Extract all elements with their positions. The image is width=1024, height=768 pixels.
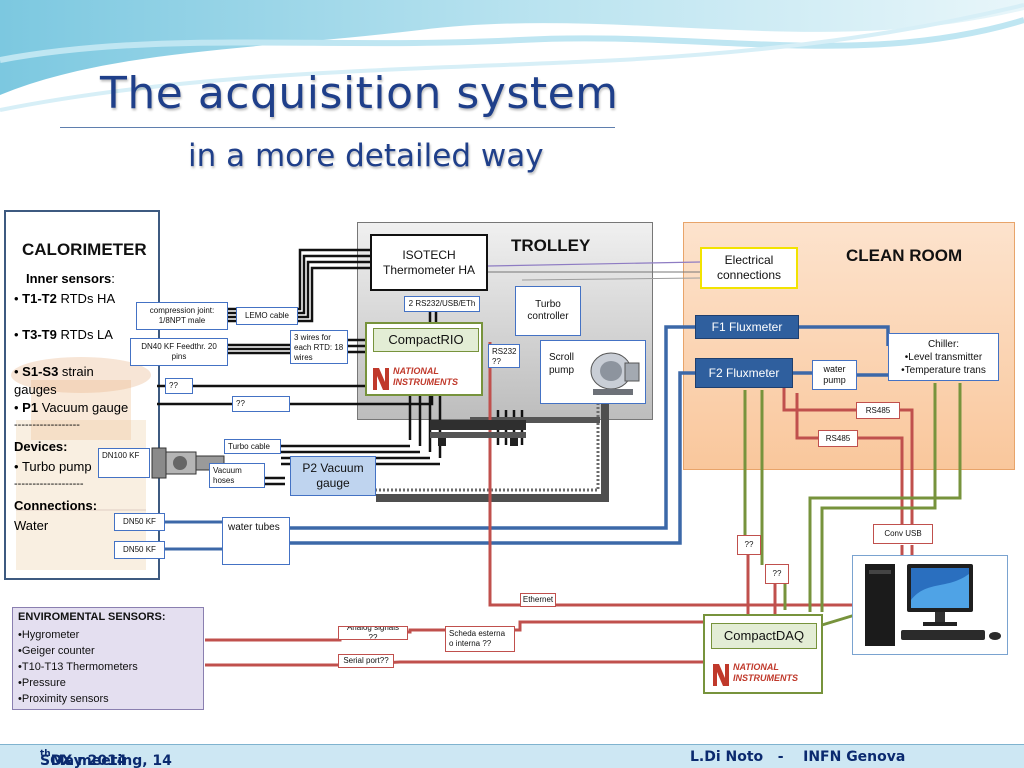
footer-author: L.Di Noto - INFN Genova [690, 749, 906, 765]
p1-code: P1 [22, 400, 39, 415]
footer-meeting-sup: th [40, 749, 51, 759]
dn50-kf-box-2: DN50 KF [114, 541, 165, 559]
analog-signals-label: Analog signals ?? [338, 626, 408, 640]
connections-heading: Connections: [14, 498, 98, 513]
serial-port-label: Serial port?? [338, 654, 394, 668]
vacuum-hoses-box: Vacuum hoses [209, 463, 265, 488]
env-item-thermometers: •T10-T13 Thermometers [18, 661, 138, 673]
divider-2: ------------------- [14, 478, 84, 490]
turbo-pump-label: Turbo pump [21, 459, 92, 474]
unknown-connector-3: ?? [737, 535, 761, 555]
rs232-usb-eth-label: 2 RS232/USB/ETh [404, 296, 480, 312]
chiller-box: Chiller: •Level transmitter •Temperature… [888, 333, 999, 381]
scheda-esterna-label: Scheda esterna o interna ?? [445, 626, 515, 652]
f1-fluxmeter: F1 Fluxmeter [695, 315, 799, 339]
trolley-title: TROLLEY [511, 236, 591, 255]
turbo-controller: Turbo controller [515, 286, 581, 336]
s1s3-code: S1-S3 [22, 364, 59, 379]
t1t2-desc: RTDs HA [56, 291, 116, 306]
water-connection: Water [14, 518, 49, 533]
computer-icon [865, 564, 1001, 646]
inner-sensors-colon: : [111, 271, 115, 286]
ethernet-label: Ethernet [520, 593, 556, 607]
dn100-kf-box: DN100 KF [98, 448, 150, 478]
ni-logo-icon [373, 368, 389, 390]
inner-sensors-heading: Inner sensors: [26, 270, 115, 287]
isotech-thermometer: ISOTECH Thermometer HA [370, 234, 488, 291]
water-tubes-box: water tubes [222, 517, 290, 565]
title-divider [60, 127, 615, 128]
computer-box [852, 555, 1008, 655]
footer-meeting-post: May 2014 [50, 753, 127, 768]
calorimeter-image [11, 357, 151, 570]
scroll-pump-label: Scroll pump [549, 352, 575, 376]
t3t9-code: T3-T9 [22, 327, 57, 342]
compression-joint-box: compression joint: 1/8NPT male [136, 302, 228, 330]
environmental-panel [12, 607, 204, 710]
daq-ni-national-text: NATIONAL [733, 662, 779, 672]
three-wires-box: 3 wires for each RTD: 18 wires [290, 330, 348, 364]
rs485-box-1: RS485 [856, 402, 900, 419]
lemo-cable-box: LEMO cable [236, 307, 298, 325]
t3t9-desc: RTDs LA [56, 327, 113, 342]
dn50-kf-box-1: DN50 KF [114, 513, 165, 531]
p2-vacuum-gauge: P2 Vacuum gauge [290, 456, 376, 496]
turbo-pump-device: • Turbo pump [14, 459, 92, 474]
t1t2-sensor: • T1-T2 RTDs HA [14, 291, 116, 306]
slide-title: The acquisition system [100, 68, 619, 119]
header-waves [0, 0, 1024, 112]
chiller-level-transmitter: •Level transmitter [904, 352, 983, 363]
unknown-connector-1: ?? [165, 378, 193, 394]
env-item-proximity: •Proximity sensors [18, 693, 109, 705]
compactrio-label: CompactRIO [373, 328, 479, 352]
scroll-pump-image [590, 352, 640, 395]
rs485-box-2: RS485 [818, 430, 858, 447]
environmental-title: ENVIROMENTAL SENSORS: [18, 611, 166, 623]
devices-heading: Devices: [14, 439, 68, 454]
dn40-feedthrough-box: DN40 KF Feedthr. 20 pins [130, 338, 228, 366]
inner-sensors-label: Inner sensors [26, 271, 112, 286]
conv-usb-box: Conv USB [873, 524, 933, 544]
calorimeter-title: CALORIMETER [22, 240, 147, 259]
electrical-connections-box: Electrical connections [700, 247, 798, 289]
slide-subtitle: in a more detailed way [188, 138, 544, 174]
scroll-pump-box: Scroll pump [540, 340, 646, 404]
compactdaq-module: CompactDAQ NATIONAL INSTRUMENTS [703, 614, 823, 694]
t3t9-sensor: • T3-T9 RTDs LA [14, 327, 113, 342]
t1t2-code: T1-T2 [22, 291, 57, 306]
unknown-connector-4: ?? [765, 564, 789, 584]
env-item-hygrometer: •Hygrometer [18, 629, 80, 641]
daq-ni-instruments-text: INSTRUMENTS [733, 673, 798, 683]
p1-desc: Vacuum gauge [38, 400, 129, 415]
water-pump-box: water pump [812, 360, 857, 390]
chiller-temperature-trans: •Temperature trans [901, 365, 986, 376]
compactrio-module: CompactRIO NATIONAL INSTRUMENTS [365, 322, 483, 396]
turbo-cable-box: Turbo cable [224, 439, 281, 454]
p1-sensor: • P1 Vacuum gauge [14, 400, 129, 415]
compactdaq-label: CompactDAQ [711, 623, 817, 649]
s1s3-desc: strain [58, 364, 94, 379]
f2-fluxmeter: F2 Fluxmeter [695, 358, 793, 388]
ni-national-text: NATIONAL [393, 366, 439, 376]
footer-meeting-pre: SOX meeting, 14 [40, 753, 172, 768]
chiller-title: Chiller: [927, 339, 960, 350]
environmental-list: •Hygrometer •Geiger counter •T10-T13 The… [18, 627, 138, 707]
env-item-geiger-counter: •Geiger counter [18, 645, 95, 657]
env-item-pressure: •Pressure [18, 677, 66, 689]
gauges-label: gauges [14, 382, 57, 397]
ni-instruments-text: INSTRUMENTS [393, 377, 458, 387]
rs232-unknown-box: RS232 ?? [488, 344, 520, 368]
s1s3-sensor: • S1-S3 strain [14, 364, 94, 379]
trolley-base-image [430, 420, 526, 446]
ni-logo-icon-daq [713, 664, 729, 686]
divider-1: ------------------ [14, 419, 80, 431]
clean-room-title: CLEAN ROOM [846, 246, 963, 265]
unknown-connector-2: ?? [232, 396, 290, 412]
